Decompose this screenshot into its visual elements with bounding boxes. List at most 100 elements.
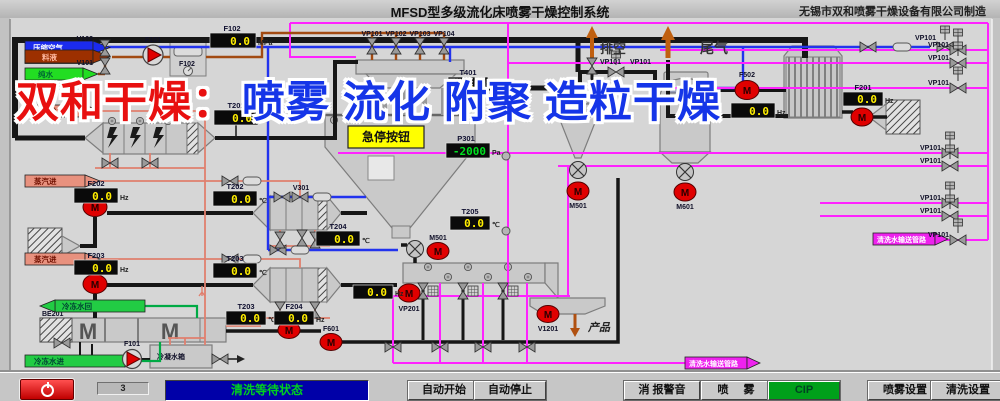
rotary-valve-tower[interactable] [405, 239, 425, 259]
svg-text:M: M [91, 280, 99, 291]
svg-text:F204: F204 [285, 302, 303, 311]
svg-text:Hz: Hz [777, 110, 786, 117]
svg-text:T204: T204 [329, 222, 347, 231]
tail-gas-label: 尾气 [700, 40, 728, 56]
svg-text:0.0: 0.0 [231, 265, 251, 278]
svg-text:-2000: -2000 [453, 145, 486, 158]
product-label: 产品 [587, 321, 611, 334]
svg-text:F102: F102 [179, 61, 195, 68]
mute-alarm-button[interactable]: 消 报警音 [623, 380, 701, 401]
chilled-return-arrow: 冷冻水回 [38, 299, 146, 313]
auto-start-button[interactable]: 自动开始 [407, 380, 481, 401]
display-f203: F203 0.0 Hz [73, 251, 129, 276]
svg-text:M: M [858, 113, 866, 124]
rotary-valve-cyclone[interactable] [568, 160, 588, 180]
svg-text:℃: ℃ [492, 221, 500, 229]
svg-text:料液: 料液 [42, 52, 57, 62]
fan-f203[interactable]: M [82, 274, 108, 294]
rotary-valve-bagfilter[interactable] [675, 162, 695, 182]
svg-text:M501: M501 [429, 235, 447, 242]
power-button[interactable] [19, 378, 75, 401]
svg-text:VP104: VP104 [433, 31, 454, 38]
svg-text:0.0: 0.0 [92, 190, 112, 203]
svg-text:VP101: VP101 [928, 55, 949, 62]
pump-f201[interactable]: M [850, 107, 874, 127]
svg-text:M: M [91, 203, 99, 214]
cip-button[interactable]: CIP [767, 380, 841, 401]
displays: F102 0.0 MPa T201 0.0 ℃ T401 0.0 ℃ P301 … [73, 24, 894, 326]
svg-text:℃: ℃ [268, 316, 276, 324]
svg-text:M: M [405, 289, 413, 300]
steam-heater-2 [252, 266, 342, 304]
svg-text:0.0: 0.0 [749, 105, 769, 118]
text-labels: V102 V101 VP101 VP102 VP103 VP104 V301 排… [77, 31, 949, 334]
svg-text:VP101: VP101 [630, 59, 651, 66]
svg-text:F102: F102 [223, 24, 240, 33]
svg-text:M601: M601 [676, 204, 694, 211]
svg-text:0.0: 0.0 [367, 286, 387, 299]
svg-text:Hz: Hz [885, 98, 894, 105]
svg-text:Hz: Hz [316, 317, 325, 324]
chilled-water-lines [140, 304, 199, 363]
svg-text:P301: P301 [457, 134, 475, 143]
svg-text:VP101: VP101 [928, 232, 949, 239]
svg-text:Hz: Hz [120, 267, 129, 274]
counter-box: 3 [97, 382, 149, 395]
svg-text:0.0: 0.0 [288, 312, 308, 325]
pump-m601[interactable]: M M601 [673, 182, 697, 211]
pump-m501-cyclone[interactable]: M M501 [566, 181, 590, 210]
svg-text:清洗水输送管路: 清洗水输送管路 [877, 235, 927, 244]
estop-button[interactable] [347, 125, 425, 149]
svg-text:VP101: VP101 [361, 31, 382, 38]
svg-text:F101: F101 [124, 341, 140, 348]
svg-text:T203: T203 [226, 254, 243, 263]
svg-text:M: M [434, 247, 442, 258]
svg-text:0.0: 0.0 [231, 193, 251, 206]
steam-heater-1 [252, 194, 342, 232]
spray-button[interactable]: 喷 雾 [700, 380, 778, 401]
svg-text:VP101: VP101 [920, 158, 941, 165]
pump-f101-top[interactable]: F101 [142, 37, 164, 66]
svg-text:℃: ℃ [490, 82, 498, 90]
svg-text:M: M [327, 338, 335, 349]
svg-text:VP101: VP101 [920, 208, 941, 215]
vent-stacks [570, 26, 675, 337]
auto-stop-button[interactable]: 自动停止 [473, 380, 547, 401]
pump-f502[interactable]: M F502 [734, 72, 760, 100]
svg-text:F502: F502 [739, 72, 755, 79]
page-title: MFSD型多级流化床喷雾干燥控制系统 [390, 5, 610, 20]
svg-text:VP101: VP101 [920, 195, 941, 202]
electric-heater [84, 116, 216, 155]
svg-text:M501: M501 [569, 203, 587, 210]
heat-exchanger [783, 45, 843, 119]
pump-vp201[interactable]: M VP201 [397, 283, 421, 313]
svg-text:T401: T401 [459, 68, 476, 77]
be201-label: BE201 [42, 311, 64, 318]
svg-text:0.0: 0.0 [464, 217, 484, 230]
pump-m501-tower[interactable]: M M501 [426, 235, 450, 260]
svg-text:F101: F101 [145, 37, 161, 44]
display-f502: 0.0 Hz [730, 102, 786, 119]
svg-text:0.0: 0.0 [240, 312, 260, 325]
pump-v1201[interactable]: M V1201 [536, 305, 560, 334]
display-t204: T204 0.0 ℃ [315, 222, 370, 247]
svg-text:T202: T202 [226, 182, 243, 191]
svg-text:T203: T203 [237, 302, 254, 311]
svg-text:0.0: 0.0 [462, 78, 482, 91]
svg-text:蒸汽进: 蒸汽进 [34, 254, 57, 264]
cip-right-arrow: 清洗水输送管路 [872, 232, 949, 246]
svg-text:0.0: 0.0 [230, 35, 250, 48]
svg-text:蒸汽进: 蒸汽进 [34, 176, 57, 186]
svg-text:清洗水输送管路: 清洗水输送管路 [689, 359, 739, 368]
clean-settings-button[interactable]: 清洗设置 [930, 380, 1000, 401]
steam-arrow-1: 蒸汽进 [24, 104, 102, 118]
company-label: 无锡市双和喷雾干燥设备有限公司制造 [799, 6, 986, 18]
pump-f101-bottom[interactable]: F101 [121, 341, 143, 370]
svg-text:Hz: Hz [395, 291, 404, 298]
pump-f601[interactable]: M F601 [319, 326, 343, 351]
feed-arrow2: 料液 [24, 49, 112, 64]
svg-text:T205: T205 [461, 207, 478, 216]
display-t203: T203 0.0 ℃ [212, 254, 267, 279]
display-f102: F102 0.0 MPa [209, 24, 273, 49]
svg-text:V301: V301 [293, 185, 309, 192]
